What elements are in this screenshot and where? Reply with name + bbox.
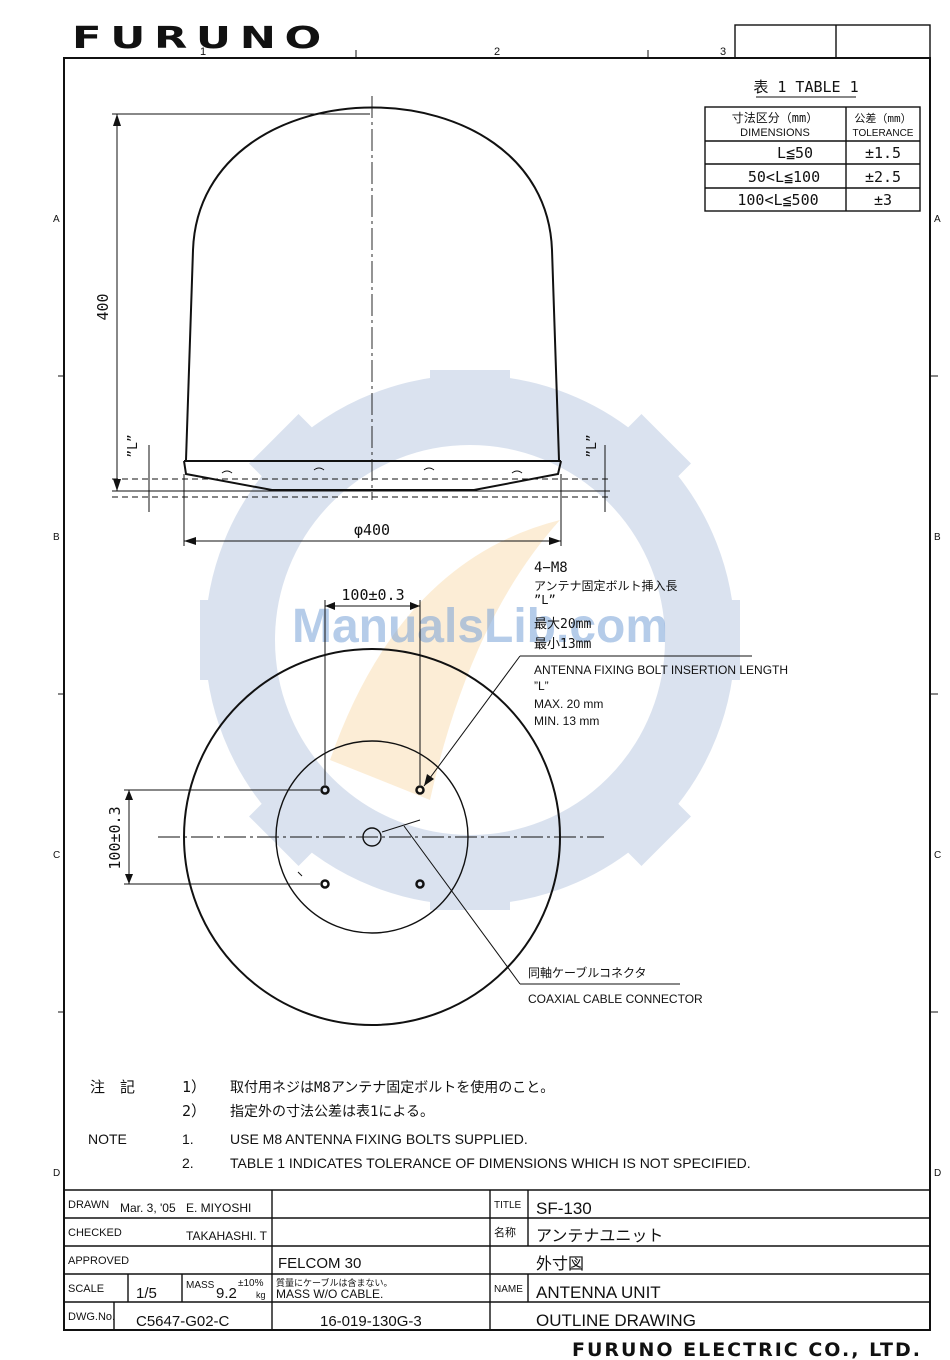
watermark-text: ManualsLib.com bbox=[292, 600, 668, 653]
table1-row3-tol: ±3 bbox=[874, 191, 892, 209]
drawn-date: Mar. 3, '05 bbox=[120, 1201, 176, 1215]
table1-title: 表 1 TABLE 1 bbox=[753, 78, 858, 96]
note-jp-1-text: 取付用ネジはM8アンテナ固定ボルトを使用のこと。 bbox=[230, 1079, 554, 1096]
outline-en: OUTLINE DRAWING bbox=[536, 1311, 696, 1330]
note-jp-1-num: 1） bbox=[182, 1078, 206, 1096]
mass-note-jp: 質量にケーブルは含まない。 bbox=[276, 1277, 392, 1289]
drawn-label: DRAWN bbox=[68, 1199, 109, 1211]
table1-col1-header-jp: 寸法区分（mm） bbox=[732, 111, 818, 125]
bolt-min-jp: 最小13mm bbox=[534, 637, 591, 652]
table1-row3-dim: 100<L≦500 bbox=[737, 191, 818, 209]
title-label: TITLE bbox=[494, 1200, 522, 1211]
zone-side-b-left: B bbox=[53, 532, 60, 543]
name-jp-value: アンテナユニット bbox=[536, 1226, 663, 1245]
checked-by: TAKAHASHI. T bbox=[186, 1229, 268, 1243]
bolt-max-en: MAX. 20 mm bbox=[534, 697, 603, 711]
scale-label: SCALE bbox=[68, 1283, 104, 1295]
side-zone-ticks bbox=[58, 375, 938, 1013]
zone-side-b-right: B bbox=[934, 532, 941, 543]
title-block bbox=[64, 1189, 930, 1330]
table1-col2-header-en: TOLERANCE bbox=[853, 128, 914, 139]
bolt-spec: 4−M8 bbox=[534, 560, 568, 576]
l-dimension-left: ”L” bbox=[126, 434, 141, 457]
dwg-label: DWG.No. bbox=[68, 1311, 115, 1323]
tolerance-table bbox=[704, 106, 921, 212]
top-zone-ticks bbox=[355, 50, 649, 58]
note-jp-2-num: 2） bbox=[182, 1102, 206, 1120]
mass-tolerance: ±10% bbox=[238, 1278, 264, 1289]
bolt-l-en: ”L” bbox=[534, 679, 549, 693]
dwg-number: C5647-G02-C bbox=[136, 1313, 230, 1330]
note-en-1-text: USE M8 ANTENNA FIXING BOLTS SUPPLIED. bbox=[230, 1131, 528, 1147]
zone-top-1: 1 bbox=[200, 46, 206, 58]
table1-row2-tol: ±2.5 bbox=[865, 168, 901, 186]
scale-value: 1/5 bbox=[136, 1285, 157, 1302]
diameter-dimension-label: φ400 bbox=[354, 521, 390, 539]
approved-label: APPROVED bbox=[68, 1255, 129, 1267]
zone-top-2: 2 bbox=[494, 46, 500, 58]
drawn-by: E. MIYOSHI bbox=[186, 1201, 251, 1215]
table1-row1-tol: ±1.5 bbox=[865, 144, 901, 162]
note-en-2-text: TABLE 1 INDICATES TOLERANCE OF DIMENSION… bbox=[230, 1155, 751, 1171]
bolt-spacing-vertical: 100±0.3 bbox=[106, 806, 124, 869]
table1-col1-header-en: DIMENSIONS bbox=[740, 127, 810, 139]
mass-value: 9.2 bbox=[216, 1285, 237, 1302]
note-jp-2-text: 指定外の寸法公差は表1による。 bbox=[230, 1104, 434, 1120]
connector-label-jp: 同軸ケーブルコネクタ bbox=[528, 965, 647, 980]
l-dimension-right: ”L” bbox=[585, 434, 600, 457]
zone-side-d-right: D bbox=[934, 1168, 941, 1179]
bolt-min-en: MIN. 13 mm bbox=[534, 714, 599, 728]
outline-jp: 外寸図 bbox=[536, 1254, 584, 1273]
zone-side-a-right: A bbox=[934, 214, 941, 225]
note-en-2-num: 2. bbox=[182, 1155, 194, 1171]
table1-row2-dim: 50<L≦100 bbox=[748, 168, 820, 186]
title-value: SF-130 bbox=[536, 1199, 592, 1218]
furuno-logo: FURUNO bbox=[72, 21, 330, 56]
table1-col2-header-jp: 公差（mm） bbox=[854, 111, 911, 125]
zone-side-d-left: D bbox=[53, 1168, 60, 1179]
zone-side-c-left: C bbox=[53, 850, 60, 861]
note-en-1-num: 1. bbox=[182, 1131, 194, 1147]
zone-side-c-right: C bbox=[934, 850, 941, 861]
mass-unit: kg bbox=[256, 1290, 266, 1300]
bolt-insertion-en: ANTENNA FIXING BOLT INSERTION LENGTH bbox=[534, 663, 788, 677]
bolt-l-jp: ”L” bbox=[534, 593, 556, 607]
revision-box bbox=[734, 24, 931, 59]
company-name: FURUNO ELECTRIC CO., LTD. bbox=[572, 1339, 922, 1360]
mass-label: MASS bbox=[186, 1280, 215, 1291]
radome-side-view bbox=[112, 96, 610, 546]
connector-label-en: COAXIAL CABLE CONNECTOR bbox=[528, 992, 703, 1006]
name-en-value: ANTENNA UNIT bbox=[536, 1283, 661, 1302]
name-label: NAME bbox=[494, 1284, 523, 1295]
bolt-spacing-horizontal: 100±0.3 bbox=[341, 586, 404, 604]
dwg-number-secondary: 16-019-130G-3 bbox=[320, 1313, 422, 1330]
table1-row1-dim: L≦50 bbox=[777, 144, 813, 162]
radome-bottom-view bbox=[124, 600, 752, 1026]
bolt-insertion-jp: アンテナ固定ボルト挿入長 bbox=[534, 578, 678, 593]
model-name: FELCOM 30 bbox=[278, 1255, 361, 1272]
notes-label-en: NOTE bbox=[88, 1131, 127, 1147]
mass-note-en: MASS W/O CABLE. bbox=[276, 1287, 383, 1301]
bolt-max-jp: 最大20mm bbox=[534, 617, 591, 632]
notes-label-jp: 注 記 bbox=[90, 1078, 135, 1096]
zone-top-3: 3 bbox=[720, 46, 726, 58]
checked-label: CHECKED bbox=[68, 1227, 122, 1239]
height-dimension-label: 400 bbox=[94, 293, 112, 320]
zone-side-a-left: A bbox=[53, 214, 60, 225]
name-jp-label: 名称 bbox=[494, 1225, 516, 1239]
